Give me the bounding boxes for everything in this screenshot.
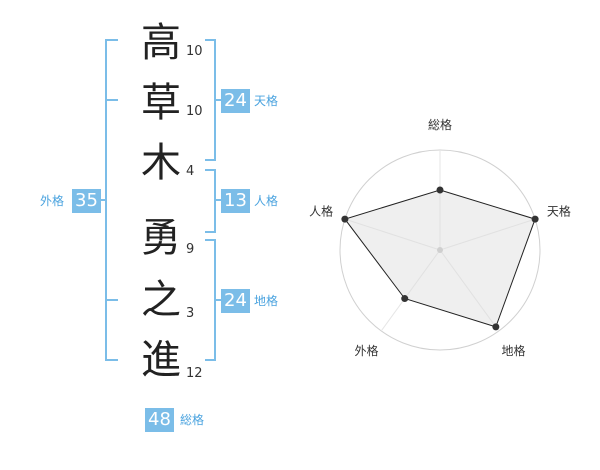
- stroke-count-6: 12: [186, 366, 203, 381]
- stroke-count-1: 10: [186, 44, 203, 59]
- radar-points: [341, 186, 539, 331]
- radar-spoke: [380, 249, 441, 332]
- tenkaku-label: 天格: [254, 94, 279, 108]
- chikaku-value-badge: 24: [221, 289, 250, 313]
- name-char-1: 高: [141, 20, 181, 66]
- radar-spokes: [344, 150, 536, 332]
- radar-spoke: [439, 218, 536, 251]
- name-char-2: 草: [141, 80, 181, 126]
- stroke-count-4: 9: [186, 242, 195, 257]
- radar-point: [341, 215, 349, 223]
- radar-point: [401, 295, 409, 303]
- soukaku-value-badge: 48: [145, 408, 174, 432]
- radar-spoke: [344, 218, 441, 251]
- radar-center-dot: [437, 247, 443, 253]
- stroke-count-3: 4: [186, 164, 195, 179]
- gaikaku-value-badge: 35: [72, 189, 101, 213]
- stroke-count-5: 3: [186, 306, 195, 321]
- radar-spoke: [439, 249, 500, 332]
- radar-point: [531, 215, 539, 223]
- radar-axis-label: 人格: [309, 203, 333, 218]
- name-char-3: 木: [141, 140, 181, 186]
- soukaku-label: 総格: [180, 413, 205, 427]
- name-char-4: 勇: [141, 215, 181, 261]
- radar-axis-label: 総格: [428, 117, 452, 132]
- radar-axis-label: 外格: [355, 343, 379, 358]
- tenkaku-value-badge: 24: [221, 89, 250, 113]
- radar-axis-label: 地格: [501, 343, 525, 358]
- stroke-count-2: 10: [186, 104, 203, 119]
- radar-axis-label: 天格: [547, 203, 571, 218]
- gaikaku-label: 外格: [40, 194, 65, 208]
- radar-point: [436, 186, 444, 194]
- chikaku-label: 地格: [254, 294, 279, 308]
- name-char-6: 進: [141, 337, 181, 383]
- jinkaku-value-badge: 13: [221, 189, 250, 213]
- jinkaku-label: 人格: [254, 194, 279, 208]
- name-char-5: 之: [141, 277, 181, 323]
- radar-point: [492, 323, 500, 331]
- radar-data-area: [344, 189, 536, 328]
